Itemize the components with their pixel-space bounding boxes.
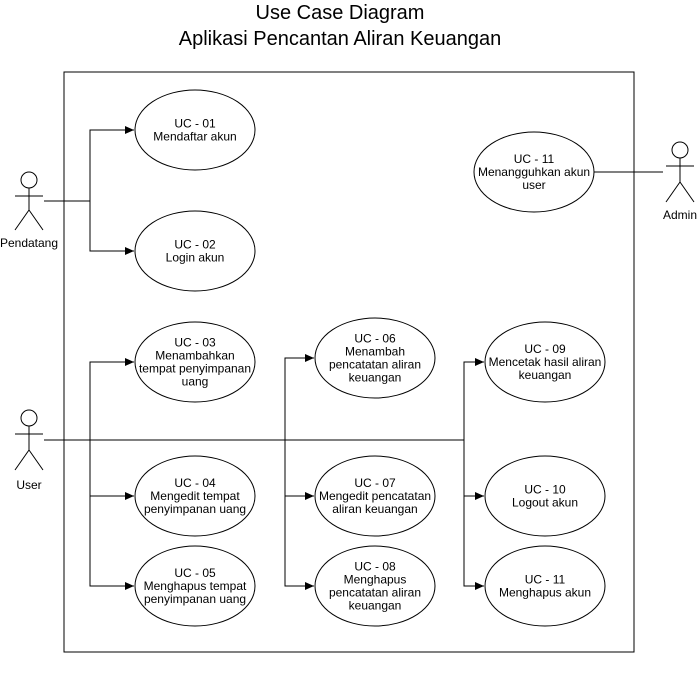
use-case-ellipse bbox=[134, 321, 256, 403]
use-case-label: Login akun bbox=[166, 251, 225, 265]
use-case-ellipse bbox=[484, 545, 606, 627]
actor-admin bbox=[665, 141, 695, 203]
use-case-label: Logout akun bbox=[512, 496, 578, 510]
use-case-id: UC - 07 bbox=[354, 476, 396, 490]
use-case-label: uang bbox=[182, 375, 209, 389]
use-case-label: penyimpanan uang bbox=[144, 592, 246, 606]
use-case-ellipse bbox=[484, 455, 606, 537]
actor-pendatang bbox=[14, 171, 44, 231]
use-case-label: aliran keuangan bbox=[332, 502, 417, 516]
use-case-label: Mendaftar akun bbox=[153, 130, 236, 144]
use-case-ellipse bbox=[134, 545, 256, 627]
use-case-ellipse bbox=[314, 317, 436, 399]
use-case-label: Mencetak hasil aliran bbox=[489, 355, 602, 369]
use-case-id: UC - 10 bbox=[524, 483, 566, 497]
connectors-pendatang bbox=[44, 126, 134, 255]
use-case-id: UC - 04 bbox=[174, 476, 216, 490]
use-case-label: user bbox=[522, 178, 545, 192]
use-case-ellipse bbox=[134, 89, 256, 171]
use-case-label: Menghapus bbox=[344, 573, 407, 587]
use-case-label: penyimpanan uang bbox=[144, 502, 246, 516]
use-case-label: keuangan bbox=[349, 371, 402, 385]
use-case-ellipse bbox=[134, 210, 256, 292]
use-case-id: UC - 09 bbox=[524, 342, 566, 356]
use-case-id: UC - 11 bbox=[514, 152, 555, 166]
diagram-title: Use Case Diagram Aplikasi Pencantan Alir… bbox=[0, 0, 680, 52]
use-case-id: UC - 11 bbox=[525, 573, 566, 587]
use-case-id: UC - 06 bbox=[354, 332, 396, 346]
actor-user bbox=[14, 409, 44, 471]
use-case-ellipse bbox=[314, 455, 436, 537]
use-case-id: UC - 01 bbox=[174, 117, 216, 131]
use-case-label: Menangguhkan akun bbox=[478, 165, 590, 179]
use-case-label: Menghapus tempat bbox=[144, 579, 247, 593]
use-case-id: UC - 05 bbox=[174, 566, 216, 580]
system-boundary bbox=[63, 71, 635, 653]
use-case-ellipse bbox=[473, 131, 595, 213]
use-case-label: Mengedit pencatatan bbox=[319, 489, 431, 503]
use-case-label: Menghapus akun bbox=[499, 586, 591, 600]
use-case-label: tempat penyimpanan bbox=[139, 362, 251, 376]
use-case-ellipse bbox=[484, 321, 606, 403]
connectors-user bbox=[44, 354, 484, 590]
use-case-label: Menambahkan bbox=[155, 349, 234, 363]
use-case-label: pencatatan aliran bbox=[329, 358, 421, 372]
use-case-label: keuangan bbox=[349, 599, 402, 613]
actor-user-label: User bbox=[16, 478, 41, 492]
use-case-label: Menambah bbox=[345, 345, 405, 359]
use-case-label: pencatatan aliran bbox=[329, 586, 421, 600]
diagram-title-line-1: Use Case Diagram bbox=[255, 2, 425, 24]
use-case-id: UC - 08 bbox=[354, 560, 396, 574]
use-case-ellipse bbox=[314, 545, 436, 627]
diagram-title-line-2: Aplikasi Pencantan Aliran Keuangan bbox=[178, 28, 502, 50]
use-case-label: Mengedit tempat bbox=[150, 489, 240, 503]
actor-pendatang-label: Pendatang bbox=[0, 236, 58, 250]
use-case-label: keuangan bbox=[519, 368, 572, 382]
use-case-id: UC - 02 bbox=[174, 238, 216, 252]
use-case-ellipse bbox=[134, 455, 256, 537]
use-case-id: UC - 03 bbox=[174, 336, 216, 350]
actor-admin-label: Admin bbox=[663, 208, 697, 222]
